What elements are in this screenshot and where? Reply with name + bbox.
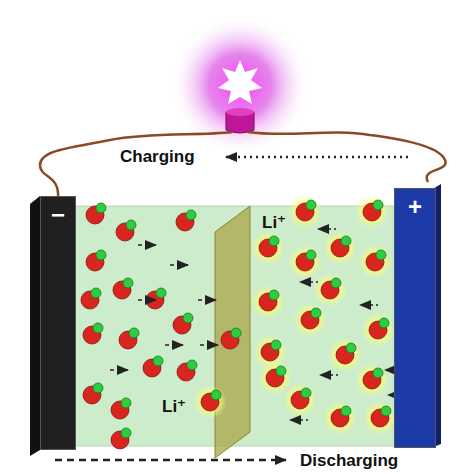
ion-part [91, 288, 101, 298]
ion-label: Li⁺ [162, 396, 186, 417]
ion-part [153, 356, 163, 366]
ion-arrow [320, 374, 338, 376]
ion-arrow [138, 244, 156, 246]
ion-part [381, 406, 391, 416]
ion-part [121, 428, 131, 438]
ion-glow [355, 363, 389, 397]
ion-arrow [318, 228, 336, 230]
ion-glow [251, 285, 285, 319]
ion-part [341, 236, 351, 246]
ion-arrow [138, 299, 156, 301]
ion-part [93, 323, 103, 333]
ion-part [231, 328, 241, 338]
charging-label: Charging [120, 147, 195, 167]
ion-part [183, 313, 193, 323]
ion-arrow [200, 344, 218, 346]
ion-part [186, 210, 196, 220]
ion-arrow [360, 304, 378, 306]
ion-part [211, 390, 221, 400]
ion-part [306, 250, 316, 260]
charging-arrow [226, 156, 408, 159]
ion-part [269, 236, 279, 246]
ion-glow [313, 273, 347, 307]
ion-part [96, 250, 106, 260]
discharging-arrow [55, 459, 286, 462]
ion-arrow [290, 419, 308, 421]
ion-glow [323, 401, 357, 435]
ion-part [96, 203, 106, 213]
led-top [226, 108, 254, 116]
ion-arrows [110, 229, 406, 420]
ion-part [123, 278, 133, 288]
ion-glow [363, 401, 397, 435]
ion-part [126, 220, 136, 230]
negative-electrode: − [40, 196, 76, 450]
ion-glow [288, 195, 322, 229]
ion-glow [193, 385, 227, 419]
ion-arrow [300, 281, 318, 283]
ion-part [269, 290, 279, 300]
positive-electrode: + [394, 188, 436, 448]
ion-arrow [170, 264, 188, 266]
ion-part [306, 200, 316, 210]
anode-side [30, 196, 40, 456]
lithium-ions [81, 195, 397, 449]
ion-part [271, 340, 281, 350]
ion-arrow [165, 344, 183, 346]
ion-glow [355, 195, 389, 229]
ion-part [129, 328, 139, 338]
polarity-sign: + [395, 189, 435, 219]
ion-glow [358, 245, 392, 279]
ion-glow [361, 313, 395, 347]
discharging-label: Discharging [300, 451, 398, 471]
ion-glow [328, 338, 362, 372]
ion-arrow [110, 369, 128, 371]
ion-label: Li⁺ [262, 212, 286, 233]
ion-arrow [198, 299, 216, 301]
polarity-sign: − [41, 197, 75, 227]
ion-glow [283, 383, 317, 417]
ion-glow [251, 231, 285, 265]
ion-part [121, 398, 131, 408]
ion-part [301, 388, 311, 398]
ion-glow [293, 303, 327, 337]
wire [40, 132, 232, 198]
ion-part [187, 360, 197, 370]
ion-part [311, 308, 321, 318]
ion-part [373, 368, 383, 378]
ion-part [156, 288, 166, 298]
ion-part [93, 383, 103, 393]
ion-glow [288, 245, 322, 279]
light-star [218, 60, 262, 104]
separator [215, 206, 250, 458]
ion-part [373, 200, 383, 210]
ion-part [346, 343, 356, 353]
ion-part [379, 318, 389, 328]
ion-glow [323, 231, 357, 265]
ion-part [331, 278, 341, 288]
ion-part [341, 406, 351, 416]
ion-part [276, 366, 286, 376]
ion-part [376, 250, 386, 260]
